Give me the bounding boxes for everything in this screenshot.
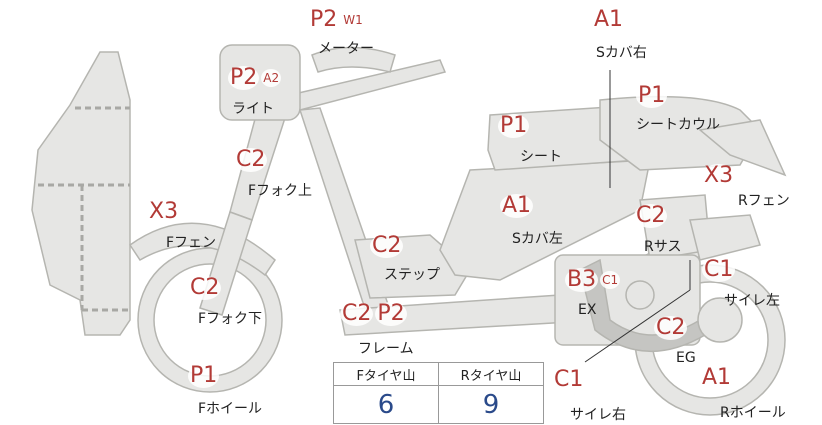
grade-mark: P2 <box>308 7 340 32</box>
light-label: ライト <box>232 101 274 117</box>
frame-label: フレーム <box>358 341 414 357</box>
front-wheel-grade: P1 <box>188 363 220 388</box>
rear-tread-value: 9 <box>438 385 544 424</box>
grade-mark: X3 <box>702 163 736 188</box>
frame-grade: C2 P2 <box>340 302 407 326</box>
grade-mark: C2 <box>234 147 268 172</box>
rear-suspension-grade: C2 <box>634 203 668 228</box>
rear-tread-header: Rタイヤ山 <box>438 362 544 386</box>
rear-fender-label: Rフェン <box>738 193 790 209</box>
muffler-right-label: サイレ右 <box>570 407 626 423</box>
meter-grade: P2 W1 <box>308 8 365 32</box>
sub-grade-mark: W1 <box>341 11 365 29</box>
grade-mark: C1 <box>552 367 586 392</box>
front-fender-grade: X3 <box>147 199 181 224</box>
grade-mark: C2 <box>188 275 222 300</box>
tire-tread-table: Fタイヤ山 Rタイヤ山 6 9 <box>333 362 544 424</box>
light-grade: P2 A2 <box>228 65 282 90</box>
front-cowl-shape <box>31 51 131 336</box>
rear-wheel-grade: A1 <box>700 365 734 390</box>
seat-cowl-grade: P1 <box>636 83 668 108</box>
fork-lower-label: Fフォク下 <box>198 311 263 327</box>
exhaust-label: EX <box>578 302 597 318</box>
muffler-left-grade: C1 <box>702 257 736 282</box>
grade-mark: P1 <box>636 83 668 108</box>
exhaust-grade: B3 C1 <box>565 267 621 292</box>
grade-mark: A1 <box>500 193 534 218</box>
grade-mark: P1 <box>188 363 220 388</box>
side-cover-left-label: Sカバ左 <box>512 231 563 247</box>
fork-upper-label: Fフォク上 <box>248 183 313 199</box>
grade-mark: C2 <box>340 301 374 326</box>
rear-fender-shape <box>698 119 787 177</box>
side-cover-right-label: Sカバ右 <box>596 45 647 61</box>
light-shape <box>219 44 301 121</box>
grade-mark: A1 <box>700 365 734 390</box>
engine-label: EG <box>676 350 696 366</box>
seat-cowl-label: シートカウル <box>636 117 720 133</box>
front-fender-label: Fフェン <box>166 235 217 251</box>
front-tread-header: Fタイヤ山 <box>333 362 439 386</box>
grade-mark: X3 <box>147 199 181 224</box>
grade-mark: C1 <box>702 257 736 282</box>
grade-mark: C2 <box>370 233 404 258</box>
meter-shape <box>311 46 396 73</box>
sub-grade-mark: C1 <box>600 271 621 289</box>
muffler-left-label: サイレ左 <box>724 293 780 309</box>
rear-suspension-label: Rサス <box>644 239 682 255</box>
engine-grade: C2 <box>654 315 688 340</box>
muffler-right-grade: C1 <box>552 367 586 392</box>
fork-lower-grade: C2 <box>188 275 222 300</box>
grade-mark: P1 <box>498 113 530 138</box>
fork-upper-grade: C2 <box>234 147 268 172</box>
rear-fender-grade: X3 <box>702 163 736 188</box>
seat-label: シート <box>520 149 562 165</box>
side-cover-left-grade: A1 <box>500 193 534 218</box>
front-tread-value: 6 <box>333 385 439 424</box>
grade-mark: C2 <box>654 315 688 340</box>
rear-wheel-label: Rホイール <box>720 405 786 421</box>
step-grade: C2 <box>370 233 404 258</box>
grade-mark: C2 <box>634 203 668 228</box>
step-label: ステップ <box>384 267 440 283</box>
grade-mark: B3 <box>565 267 599 292</box>
grade-mark: A1 <box>592 7 626 32</box>
grade-mark: P2 <box>375 301 407 326</box>
muffler-shape <box>689 214 761 261</box>
sub-grade-mark: A2 <box>261 69 282 87</box>
side-cover-right-grade: A1 <box>592 7 626 32</box>
grade-mark: P2 <box>228 65 260 90</box>
front-wheel-label: Fホイール <box>198 401 263 417</box>
seat-grade: P1 <box>498 113 530 138</box>
meter-label: メーター <box>318 41 374 57</box>
